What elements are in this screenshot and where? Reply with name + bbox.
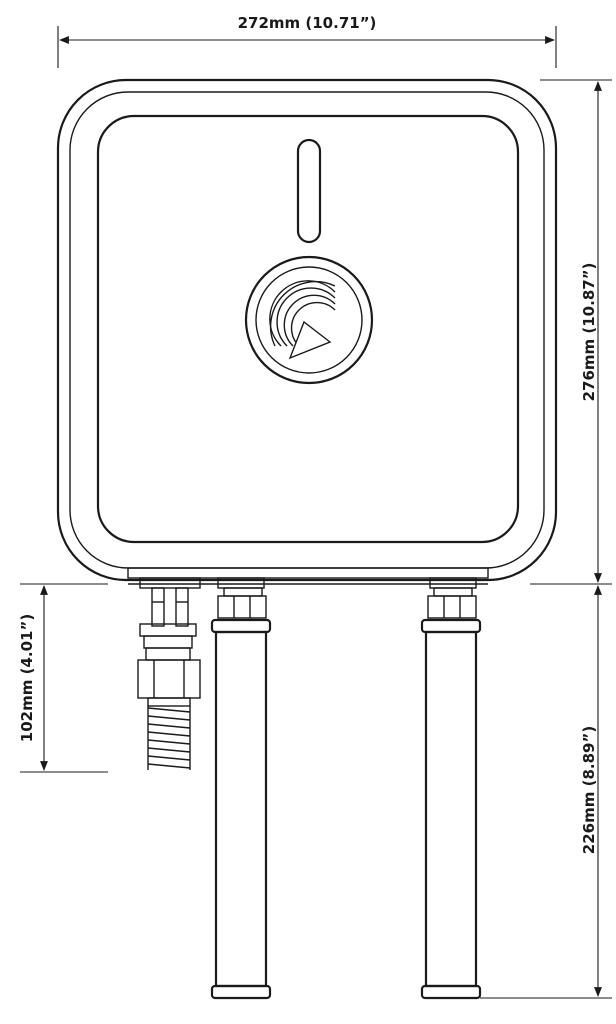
pipe-dimension: 226mm (8.89”) <box>480 585 612 999</box>
right-pipe <box>420 587 482 1000</box>
height-dimension: 276mm (10.87”) <box>530 79 612 585</box>
status-light-slot <box>296 138 322 244</box>
width-dimension-label: 272mm (10.71”) <box>238 14 377 32</box>
cable-gland <box>137 587 201 770</box>
pipe-dimension-label: 226mm (8.89”) <box>580 726 598 854</box>
bottom-ledge <box>127 567 489 589</box>
width-dimension: 272mm (10.71”) <box>57 14 557 68</box>
height-dimension-label: 276mm (10.87”) <box>580 263 598 402</box>
signal-wave-logo-icon <box>244 255 374 385</box>
cable-dimension-label: 102mm (4.01”) <box>18 614 36 742</box>
left-pipe <box>210 587 272 1000</box>
cable-dimension: 102mm (4.01”) <box>18 583 108 773</box>
